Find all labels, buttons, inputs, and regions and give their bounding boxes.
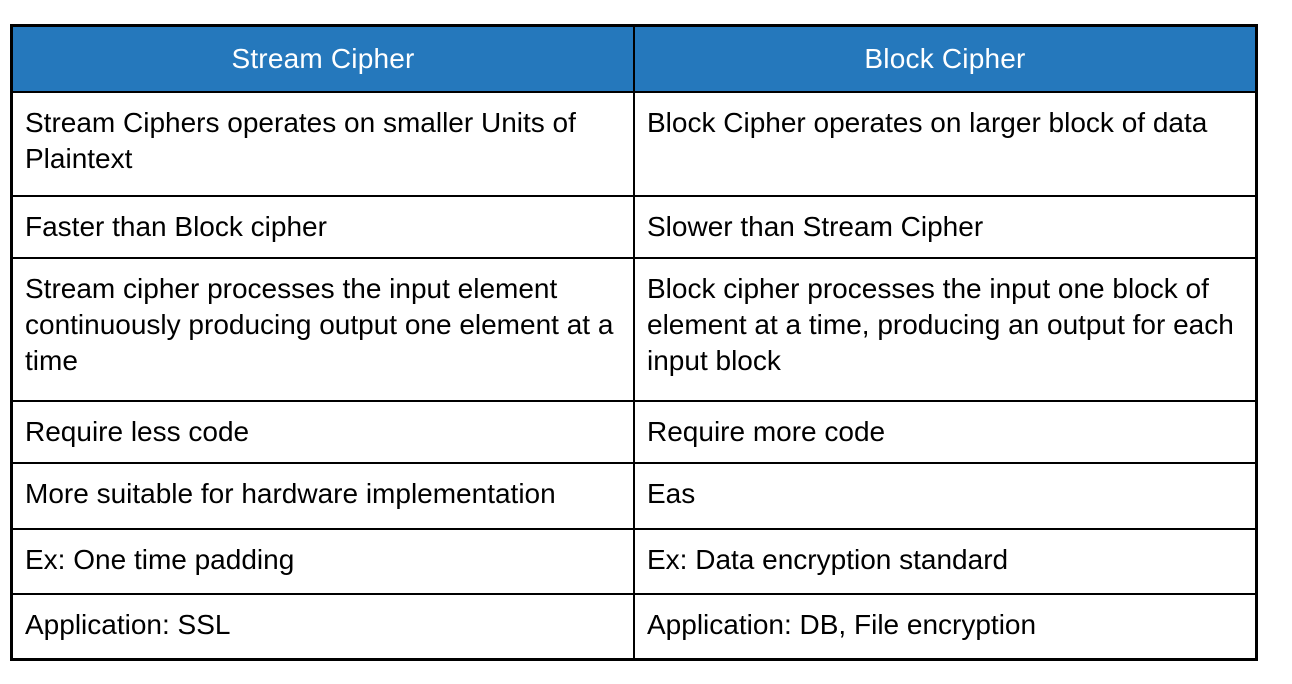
cell-block-example: Ex: Data encryption standard [633,527,1258,595]
cell-block-code: Require more code [633,399,1258,464]
cell-block-application: Application: DB, File encryption [633,592,1258,661]
cell-stream-units: Stream Ciphers operates on smaller Units… [10,90,635,197]
table-header: Stream Cipher Block Cipher [10,24,1258,93]
table-row: Ex: One time padding Ex: Data encryption… [10,527,1258,595]
cell-stream-speed: Faster than Block cipher [10,194,635,259]
table-row: Require less code Require more code [10,399,1258,464]
table-row: Stream Ciphers operates on smaller Units… [10,90,1258,197]
table-row: Application: SSL Application: DB, File e… [10,592,1258,661]
cipher-comparison-table: Stream Cipher Block Cipher Stream Cipher… [10,24,1258,661]
cell-block-units: Block Cipher operates on larger block of… [633,90,1258,197]
cell-stream-hardware: More suitable for hardware implementatio… [10,461,635,530]
cell-stream-example: Ex: One time padding [10,527,635,595]
table-body: Stream Ciphers operates on smaller Units… [10,90,1258,661]
header-cell-stream-cipher: Stream Cipher [10,24,635,93]
table-row: Faster than Block cipher Slower than Str… [10,194,1258,259]
cell-block-hardware: Eas [633,461,1258,530]
header-row: Stream Cipher Block Cipher [10,24,1258,93]
cell-stream-application: Application: SSL [10,592,635,661]
cell-stream-code: Require less code [10,399,635,464]
table-row: Stream cipher processes the input elemen… [10,256,1258,402]
header-cell-block-cipher: Block Cipher [633,24,1258,93]
cell-block-speed: Slower than Stream Cipher [633,194,1258,259]
cell-stream-processing: Stream cipher processes the input elemen… [10,256,635,402]
cell-block-processing: Block cipher processes the input one blo… [633,256,1258,402]
table-row: More suitable for hardware implementatio… [10,461,1258,530]
